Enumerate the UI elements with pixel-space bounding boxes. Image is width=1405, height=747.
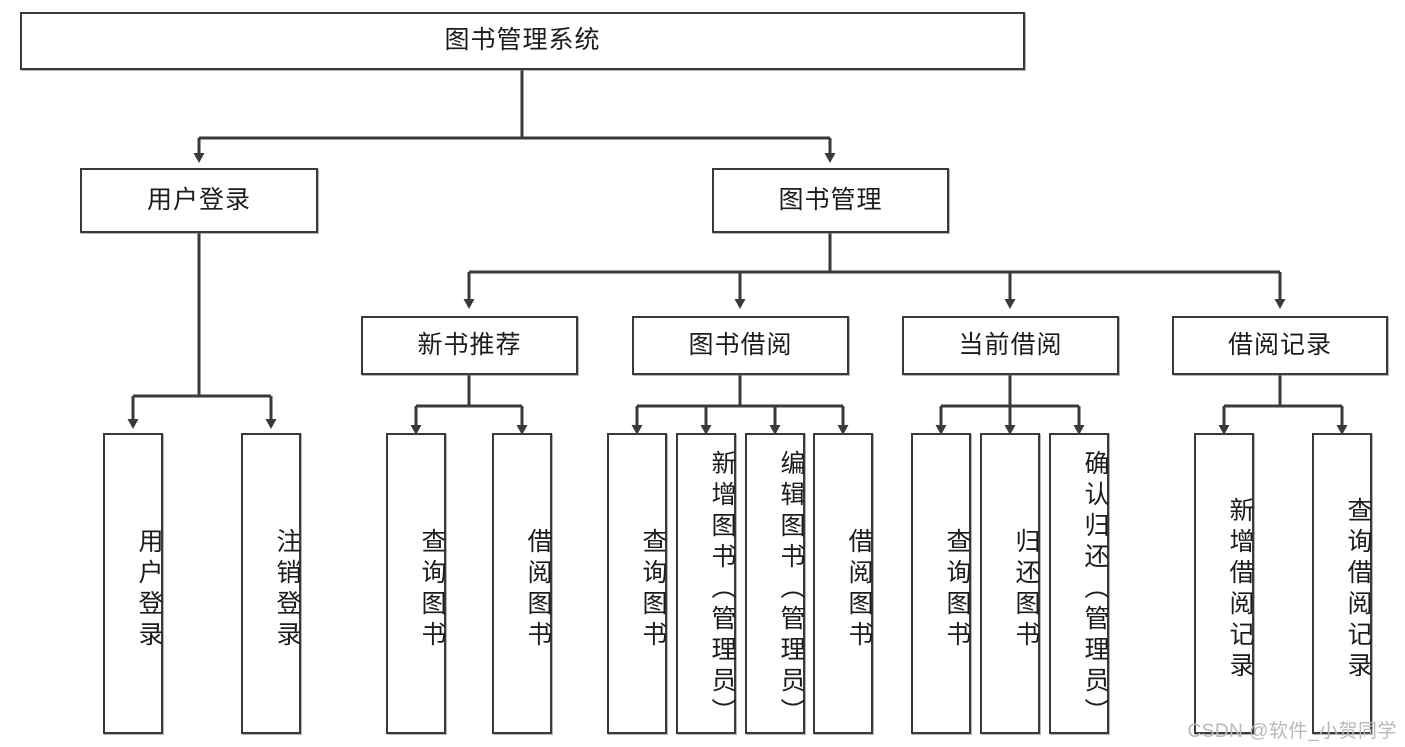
leaf-user-login-logout[interactable]: 注销登录 <box>241 433 301 734</box>
node-label: 当前借阅 <box>958 330 1063 359</box>
leaf-book-borrow-edit-book-admin[interactable]: 编辑图书（管理员） <box>745 433 805 734</box>
node-label: 借阅记录 <box>1227 330 1332 359</box>
leaf-borrow-record-add-record[interactable]: 新增借阅记录 <box>1194 433 1254 734</box>
node-label: 查询借阅记录 <box>1344 496 1372 683</box>
node-label: 新书推荐 <box>417 330 522 359</box>
leaf-user-login-login[interactable]: 用户登录 <box>103 433 163 734</box>
leaf-current-borrow-return-book[interactable]: 归还图书 <box>980 433 1040 734</box>
leaf-new-book-borrow-book[interactable]: 借阅图书 <box>492 433 552 734</box>
node-label: 查询图书 <box>639 527 667 652</box>
node-label: 注销登录 <box>273 527 301 652</box>
node-label: 新增借阅记录 <box>1226 496 1254 683</box>
node-borrow-record[interactable]: 借阅记录 <box>1172 316 1388 375</box>
node-label: 归还图书 <box>1012 527 1040 652</box>
node-root-book-management-system[interactable]: 图书管理系统 <box>20 12 1025 70</box>
node-label: 图书管理系统 <box>444 26 601 55</box>
node-label: 用户登录 <box>146 185 251 214</box>
leaf-book-borrow-add-book-admin[interactable]: 新增图书（管理员） <box>676 433 736 734</box>
node-user-login[interactable]: 用户登录 <box>80 168 318 233</box>
node-label: 用户登录 <box>135 527 163 652</box>
leaf-new-book-query-book[interactable]: 查询图书 <box>386 433 446 734</box>
node-label: 查询图书 <box>418 527 446 652</box>
node-book-borrow[interactable]: 图书借阅 <box>632 316 849 375</box>
node-current-borrow[interactable]: 当前借阅 <box>902 316 1119 375</box>
leaf-book-borrow-borrow-book[interactable]: 借阅图书 <box>813 433 873 734</box>
node-label: 图书借阅 <box>688 330 793 359</box>
node-new-book-recommend[interactable]: 新书推荐 <box>361 316 578 375</box>
node-label: 查询图书 <box>943 527 971 652</box>
node-label: 确认归还（管理员） <box>1081 450 1109 729</box>
node-label: 借阅图书 <box>524 527 552 652</box>
node-label: 编辑图书（管理员） <box>777 450 805 729</box>
leaf-current-borrow-confirm-return-admin[interactable]: 确认归还（管理员） <box>1049 433 1109 734</box>
node-label: 图书管理 <box>778 185 883 214</box>
node-label: 新增图书（管理员） <box>708 450 736 729</box>
node-book-management[interactable]: 图书管理 <box>712 168 949 233</box>
leaf-current-borrow-query-book[interactable]: 查询图书 <box>911 433 971 734</box>
leaf-book-borrow-query-book[interactable]: 查询图书 <box>607 433 667 734</box>
leaf-borrow-record-query-record[interactable]: 查询借阅记录 <box>1312 433 1372 734</box>
node-label: 借阅图书 <box>845 527 873 652</box>
